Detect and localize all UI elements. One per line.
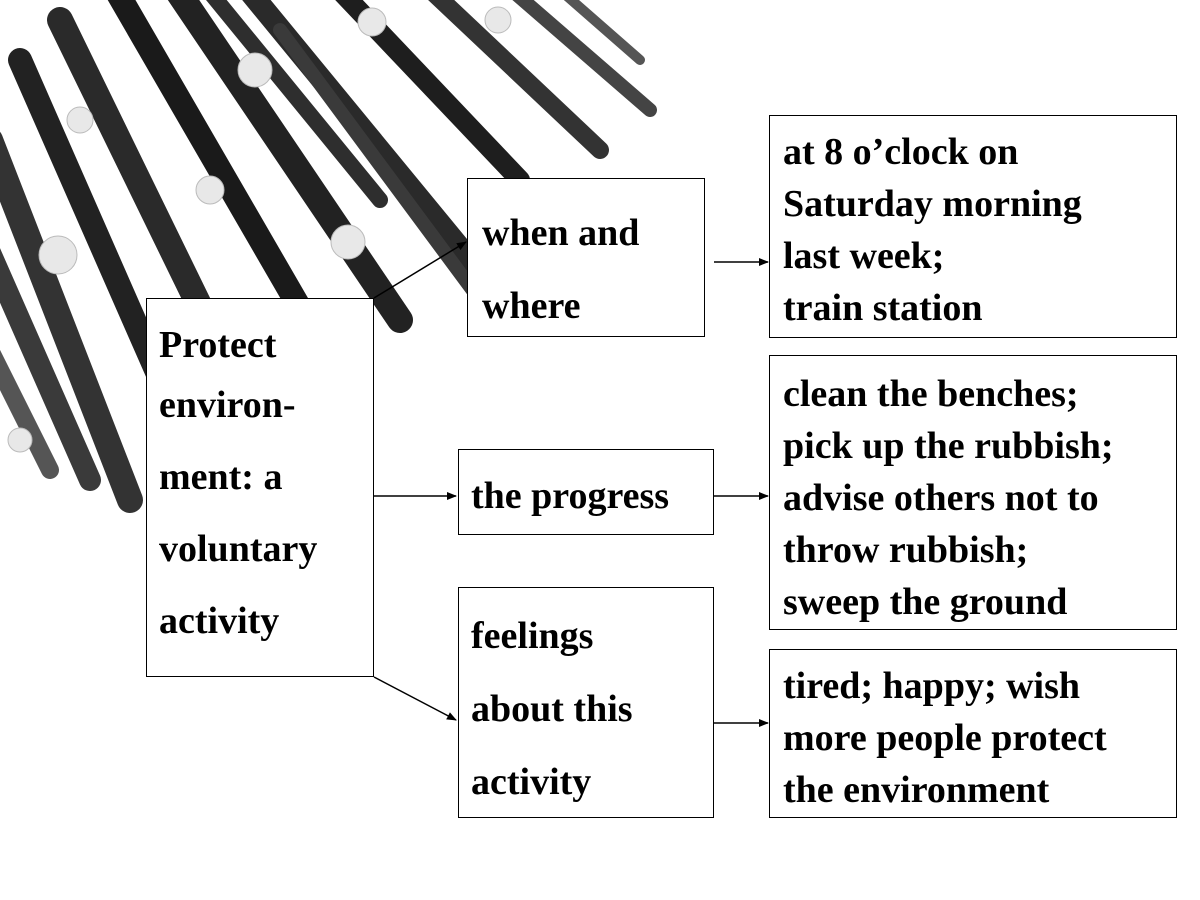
arrow-root-to-feelings — [373, 676, 457, 721]
detail-line: clean the benches; — [783, 373, 1079, 415]
branch-the-progress: the progress — [458, 449, 714, 535]
detail-line: at 8 o’clock on — [783, 131, 1019, 173]
branch-when-and-where: when and where — [467, 178, 705, 337]
detail-line: the environment — [783, 769, 1050, 811]
detail-when-and-where: at 8 o’clock on Saturday morning last we… — [769, 115, 1177, 338]
detail-line: throw rubbish; — [783, 529, 1029, 571]
detail-feelings: tired; happy; wish more people protect t… — [769, 649, 1177, 818]
branch-label-line: about this — [471, 688, 633, 730]
root-topic-line: environ- — [159, 384, 296, 426]
root-topic-line: Protect — [159, 324, 277, 366]
arrow-root-to-when — [373, 241, 467, 299]
detail-line: pick up the rubbish; — [783, 425, 1114, 467]
branch-label-line: when and — [482, 212, 640, 254]
branch-label-line: feelings — [471, 615, 594, 657]
root-topic-box: Protect environ- ment: a voluntary activ… — [146, 298, 374, 677]
detail-line: tired; happy; wish — [783, 665, 1081, 707]
detail-line: Saturday morning — [783, 183, 1082, 225]
detail-line: advise others not to — [783, 477, 1099, 519]
root-topic-line: ment: a — [159, 456, 283, 498]
branch-label-line: the progress — [471, 475, 670, 517]
branch-label-line: activity — [471, 761, 592, 803]
root-topic-line: activity — [159, 600, 280, 642]
root-topic-line: voluntary — [159, 528, 318, 570]
detail-the-progress: clean the benches; pick up the rubbish; … — [769, 355, 1177, 630]
branch-label-line: where — [482, 285, 581, 327]
branch-feelings: feelings about this activity — [458, 587, 714, 818]
detail-line: last week; — [783, 235, 945, 277]
detail-line: train station — [783, 287, 983, 329]
detail-line: more people protect — [783, 717, 1107, 759]
detail-line: sweep the ground — [783, 581, 1068, 623]
